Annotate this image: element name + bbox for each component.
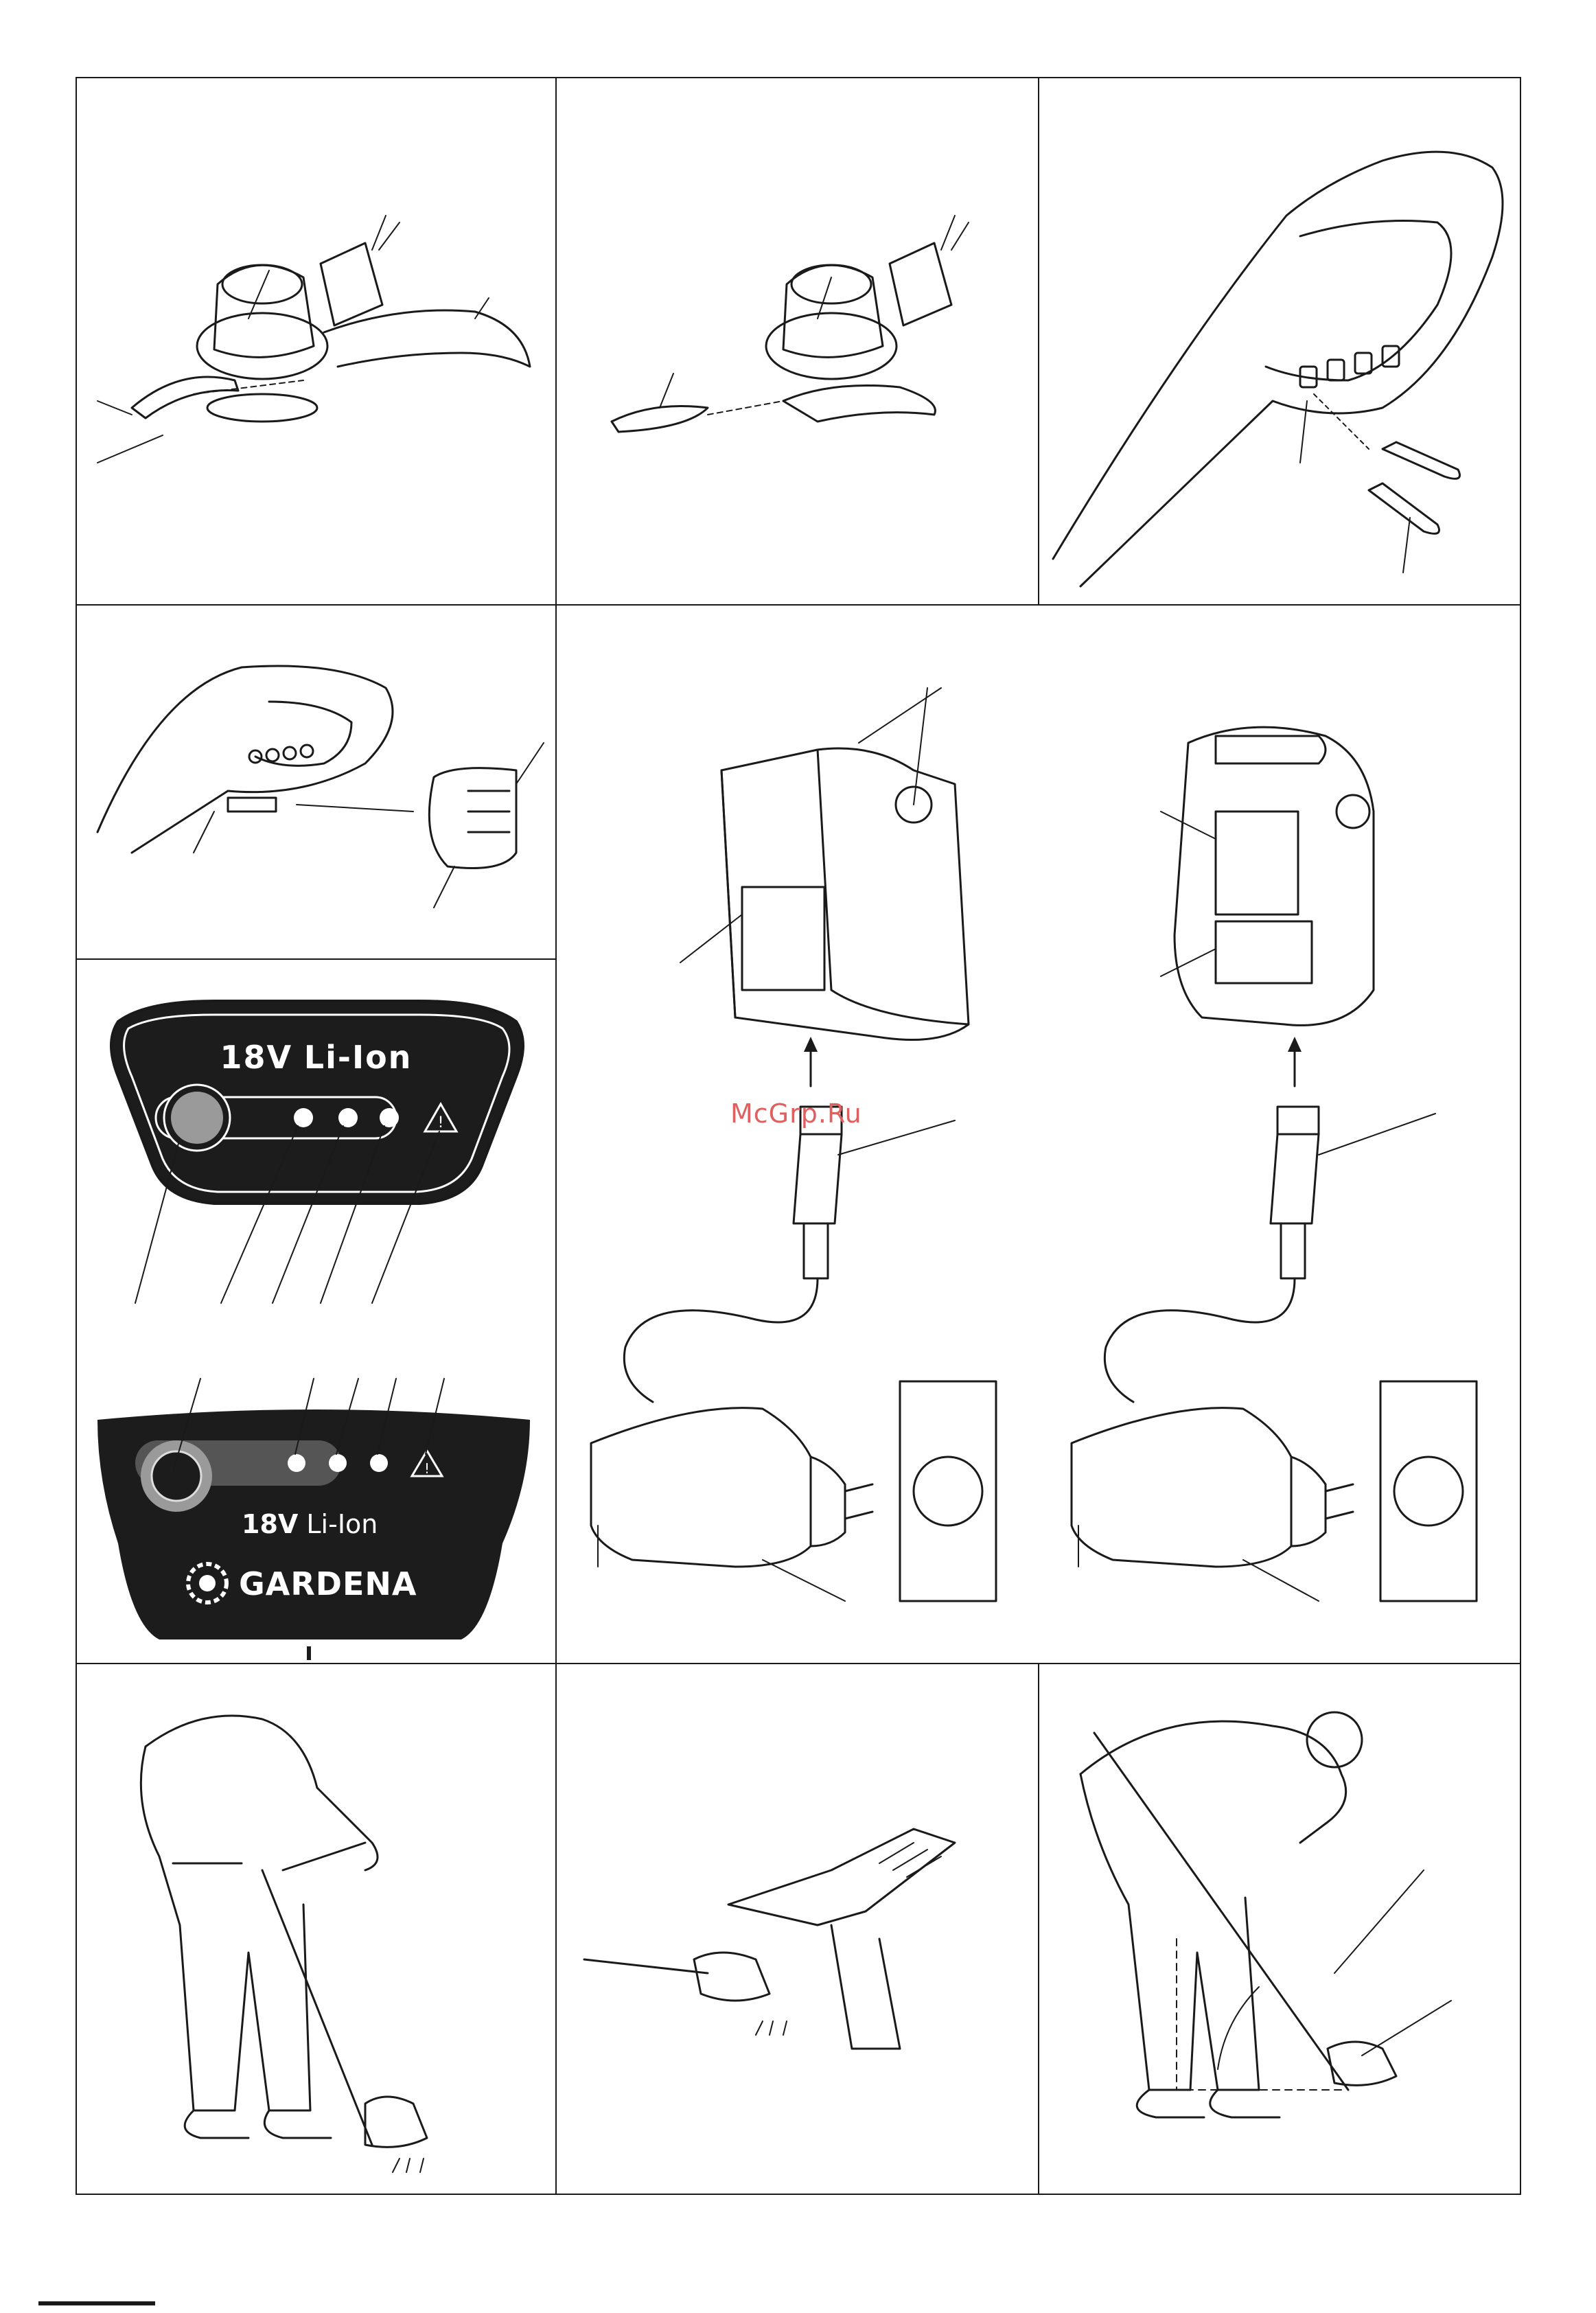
figure-trimming-bench (557, 1664, 1038, 2194)
svg-text:!: ! (424, 1460, 430, 1477)
footer-rule (38, 2301, 155, 2305)
svg-text:!: ! (438, 1114, 444, 1131)
figure-battery-charging (557, 606, 1520, 1663)
figure-guard-assembly (77, 78, 555, 604)
led-panel-bottom-label: 18V Li-Ion (242, 1509, 378, 1539)
led-panel-bottom-label-suffix: Li-Ion (306, 1509, 378, 1539)
led-panel-bottom-label-prefix: 18V (242, 1509, 298, 1539)
outer-frame-right (1520, 77, 1521, 2195)
led-panel-top-title: 18V Li-Ion (77, 1039, 555, 1076)
led-indicator-icon (294, 1108, 313, 1127)
figure-blade-attach (557, 78, 1038, 604)
figure-led-indicators: ! ! 18V Li-Ion 18V Li-Ion GARDENA (77, 960, 555, 1663)
figure-trimming-angle (1039, 1664, 1520, 2194)
outer-frame-bottom (76, 2194, 1521, 2195)
figure-battery-insert (77, 606, 555, 958)
figure-trimming-upright (77, 1664, 555, 2194)
led-panel-top-title-suffix: Li-Ion (304, 1039, 413, 1076)
brand-name: GARDENA (239, 1565, 417, 1602)
led-panel-top-title-prefix: 18V (220, 1039, 293, 1076)
figure-handle-plugs (1039, 78, 1520, 604)
watermark-text: McGrp.Ru (730, 1098, 862, 1129)
